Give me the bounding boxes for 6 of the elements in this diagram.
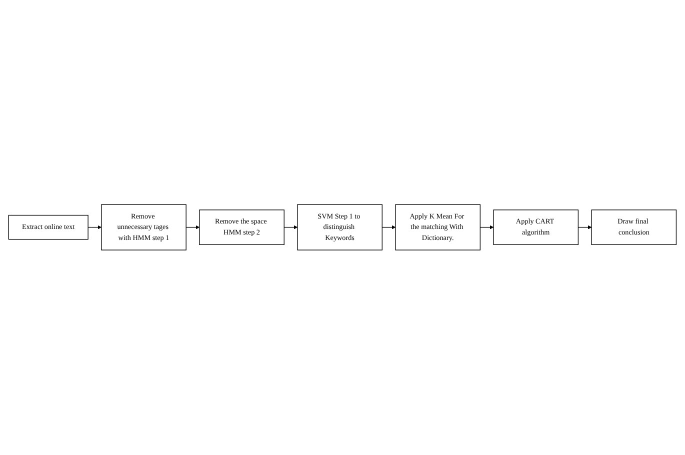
arrow: [186, 226, 200, 230]
arrow: [382, 226, 396, 230]
arrow: [578, 226, 592, 230]
arrow: [88, 226, 102, 230]
arrow: [480, 226, 494, 230]
arrow: [284, 226, 298, 230]
